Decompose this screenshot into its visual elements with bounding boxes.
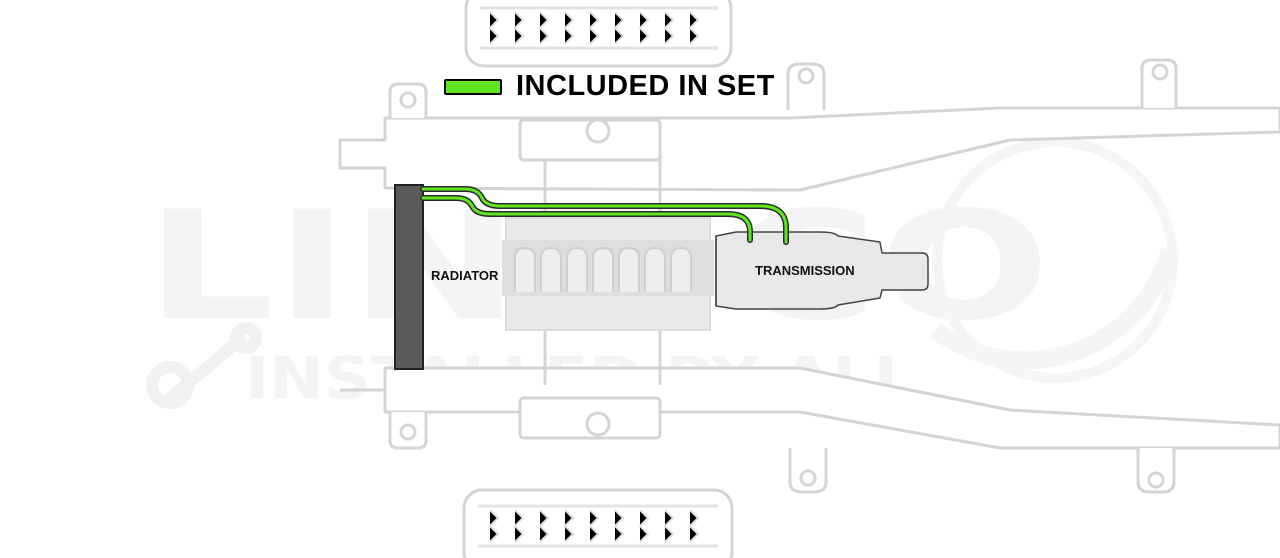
legend-label: INCLUDED IN SET [516,70,775,102]
cooler-lines [420,186,789,245]
watermark-ring [929,137,1179,383]
engine-block [502,217,714,331]
radiator [394,184,424,370]
chassis-frame [338,106,1280,450]
front-tire-top [464,0,733,68]
legend: INCLUDED IN SET [444,70,775,103]
transmission-body [715,231,929,310]
front-tire-bottom [462,488,734,558]
radiator-label: RADIATOR [431,268,499,283]
legend-swatch [444,78,502,95]
wrench-icon [146,322,262,409]
frame-mount-brackets [388,58,1178,494]
transmission-label: TRANSMISSION [755,263,855,278]
